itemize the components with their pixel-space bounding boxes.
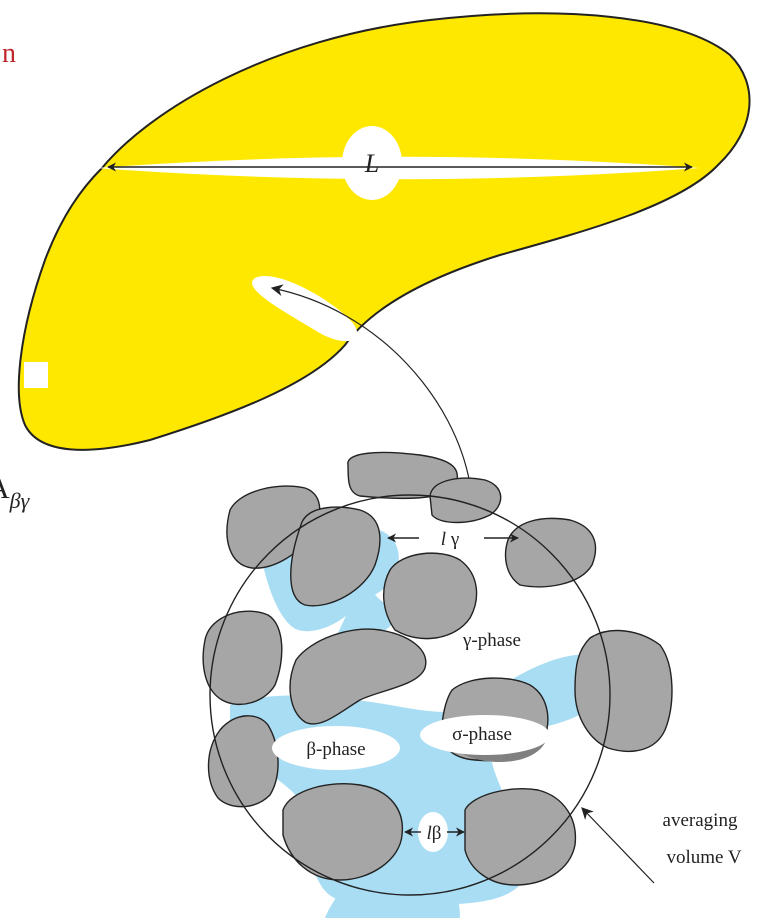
sigma-phase-label: σ-phase — [452, 724, 512, 745]
l-gamma-label: l γ — [441, 529, 459, 550]
length-L-label: L — [364, 149, 379, 178]
l-beta-label: lβ — [427, 823, 442, 844]
averaging-volume-arrow — [582, 808, 654, 883]
beta-phase-label: β-phase — [306, 739, 365, 760]
averaging-volume-label-line2: volume V — [666, 847, 741, 868]
gamma-phase-label: γ-phase — [462, 630, 521, 651]
macroscopic-body — [19, 13, 750, 449]
body-edge-notch — [24, 362, 48, 388]
averaging-volume-label-line1: averaging — [663, 810, 738, 831]
corner-letter: n — [2, 38, 16, 69]
interfacial-area-symbol: Aβγ — [0, 472, 31, 513]
